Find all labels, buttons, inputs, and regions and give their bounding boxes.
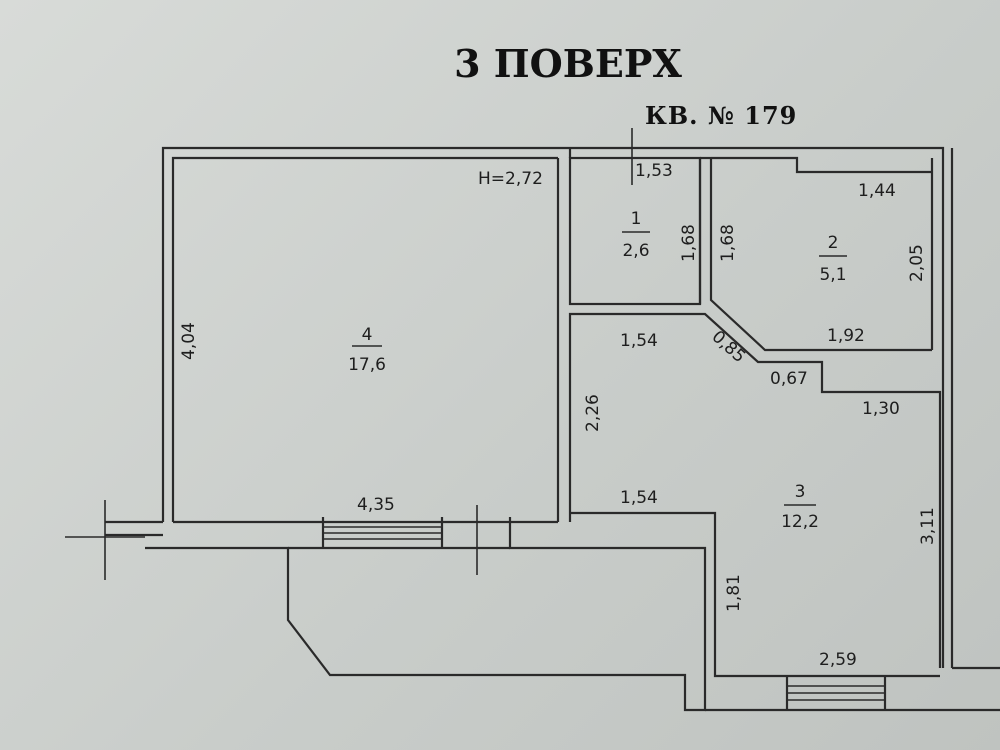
room2-area: 5,1 (819, 265, 846, 285)
room2-lower-wall (709, 158, 932, 352)
dim-room3-bottom: 2,59 (819, 650, 857, 670)
dim-room1-top: 1,53 (635, 161, 673, 181)
dim-room4-left: 4,04 (179, 322, 199, 360)
balcony-outline (145, 517, 707, 712)
room3-outline-top (568, 312, 942, 668)
floor-title: 3 ПОВЕРХ (454, 41, 682, 86)
outer-wall-outer (161, 146, 945, 668)
room1-number: 1 (631, 209, 642, 229)
dim-room2-top: 1,44 (858, 181, 896, 201)
dim-room3-top: 1,30 (862, 399, 900, 419)
room3-area: 12,2 (781, 512, 819, 532)
room4-number: 4 (362, 325, 373, 345)
dim-room2-left: 1,68 (718, 224, 738, 262)
dim-room4-bottom: 4,35 (357, 495, 395, 515)
room2-top-wall (711, 156, 932, 174)
dim-room3-right: 3,11 (918, 507, 938, 545)
dim-corridor-top: 1,54 (620, 331, 658, 351)
dim-step: 0,67 (770, 369, 808, 389)
dim-corridor-left: 2,26 (583, 394, 603, 432)
dim-room2-bottom: 1,92 (827, 326, 865, 346)
dim-room2-right: 2,05 (907, 244, 927, 282)
dim-diagonal: 0,85 (708, 327, 750, 367)
bottom-window (705, 666, 1000, 712)
dim-room1-right: 1,68 (679, 224, 699, 262)
apartment-label: КВ. № 179 (645, 101, 797, 130)
outer-walls (161, 146, 954, 668)
room4-area: 17,6 (348, 355, 386, 375)
dim-room3-left: 1,81 (724, 574, 744, 612)
dimension-labels: 1,53 1,68 1,68 1,44 2,05 1,92 1,54 0,85 … (179, 161, 938, 670)
room2-number: 2 (828, 233, 839, 253)
room3-outline-bottom (570, 511, 940, 678)
lower-wall (105, 517, 707, 712)
room-labels: 4 17,6 1 2,6 2 5,1 3 12,2 Н=2,72 (348, 169, 847, 532)
room1-area: 2,6 (622, 241, 649, 261)
room3-number: 3 (795, 482, 806, 502)
outer-wall-inner-left (171, 156, 558, 522)
dim-corridor-bottom: 1,54 (620, 488, 658, 508)
ceiling-height: Н=2,72 (478, 169, 543, 189)
